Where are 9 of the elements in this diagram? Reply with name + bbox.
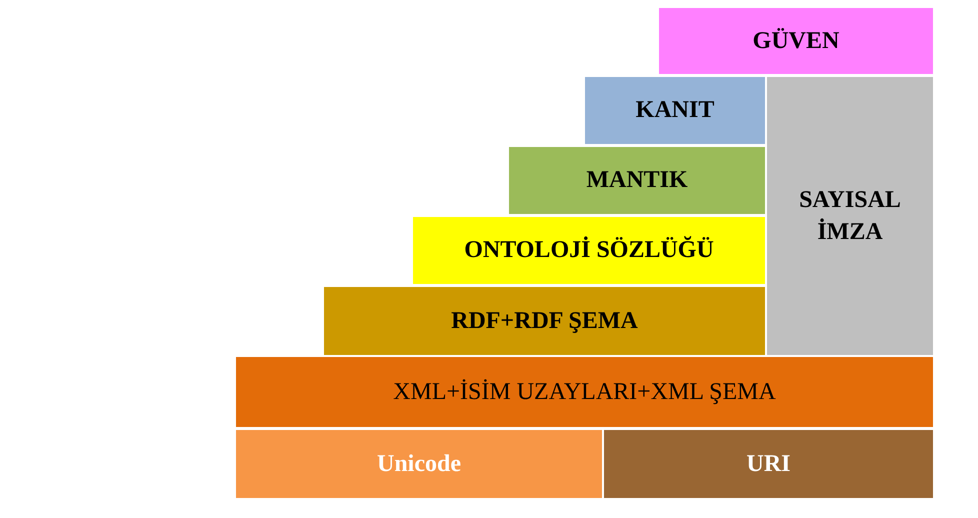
layer-block: ONTOLOJİ SÖZLÜĞÜ — [411, 215, 767, 286]
foundation-block: Unicode — [234, 428, 604, 500]
layer-block: RDF+RDF ŞEMA — [322, 285, 767, 357]
layer-block: MANTIK — [507, 145, 767, 216]
foundation-block: URI — [602, 428, 935, 500]
side-column-block: SAYISAL İMZA — [765, 75, 935, 357]
base-layer-block: XML+İSİM UZAYLARI+XML ŞEMA — [234, 355, 935, 429]
layer-block: KANIT — [583, 75, 767, 146]
layer-block: GÜVEN — [657, 6, 935, 76]
